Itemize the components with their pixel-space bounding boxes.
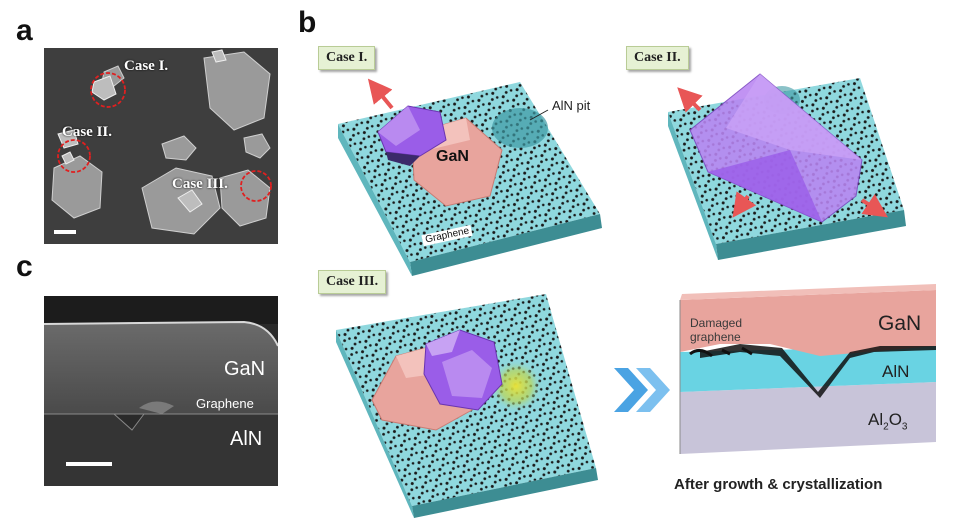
aln-pit-label: AlN pit xyxy=(552,98,591,113)
case1-tag: Case I. xyxy=(318,46,376,70)
sem-case2-label: Case II. xyxy=(62,124,113,140)
result-caption: After growth & crystallization xyxy=(674,476,883,493)
sem-case1-label: Case I. xyxy=(124,58,169,74)
c-aln-label: AlN xyxy=(230,428,263,450)
case3-aln-pit xyxy=(490,360,542,412)
case2-arrow-top xyxy=(677,87,703,113)
al2o3-sub1: 2 xyxy=(883,421,889,433)
case2-arrow-bottom xyxy=(732,191,757,218)
case1-aln-pit xyxy=(492,108,548,148)
case3-tag: Case III. xyxy=(318,270,387,294)
case3-purple-crystal xyxy=(423,329,503,411)
case2-arrow-right xyxy=(860,194,888,218)
case1-gan-label: GaN xyxy=(436,148,469,165)
damaged-graphene-label: Damaged graphene xyxy=(690,316,742,344)
sem-image-c-graphic xyxy=(43,296,279,486)
aln-pit-pointer xyxy=(529,109,549,121)
sem-image-a: Case I. Case II. Case III. xyxy=(44,48,278,244)
panel-letter-b: b xyxy=(298,6,317,39)
sem-image-a-graphic xyxy=(44,48,278,244)
al2o3-sub2: 3 xyxy=(901,421,908,433)
result-aln-label: AlN xyxy=(882,362,910,381)
damaged-line1: Damaged xyxy=(690,316,743,330)
panel-letter-a: a xyxy=(16,14,33,47)
c-gan-label: GaN xyxy=(224,358,266,380)
case1-arrow xyxy=(367,78,394,110)
sem-image-c: GaN Graphene AlN xyxy=(43,296,279,486)
c-graphene-label: Graphene xyxy=(196,396,254,411)
al2o3-o: O xyxy=(888,410,902,429)
result-al2o3-label: Al2O3 xyxy=(868,410,907,432)
case2-purple-crystal xyxy=(689,73,863,223)
al2o3-al: Al xyxy=(868,410,884,429)
chevron-arrow-icon xyxy=(614,368,670,412)
sem-case3-label: Case III. xyxy=(172,176,228,192)
result-layer-stack xyxy=(679,284,936,454)
damaged-line2: graphene xyxy=(690,330,741,344)
case1-purple-crystal xyxy=(377,105,447,166)
panel-letter-c: c xyxy=(16,250,33,283)
result-gan-label: GaN xyxy=(878,312,922,335)
case2-tag: Case II. xyxy=(626,46,689,70)
